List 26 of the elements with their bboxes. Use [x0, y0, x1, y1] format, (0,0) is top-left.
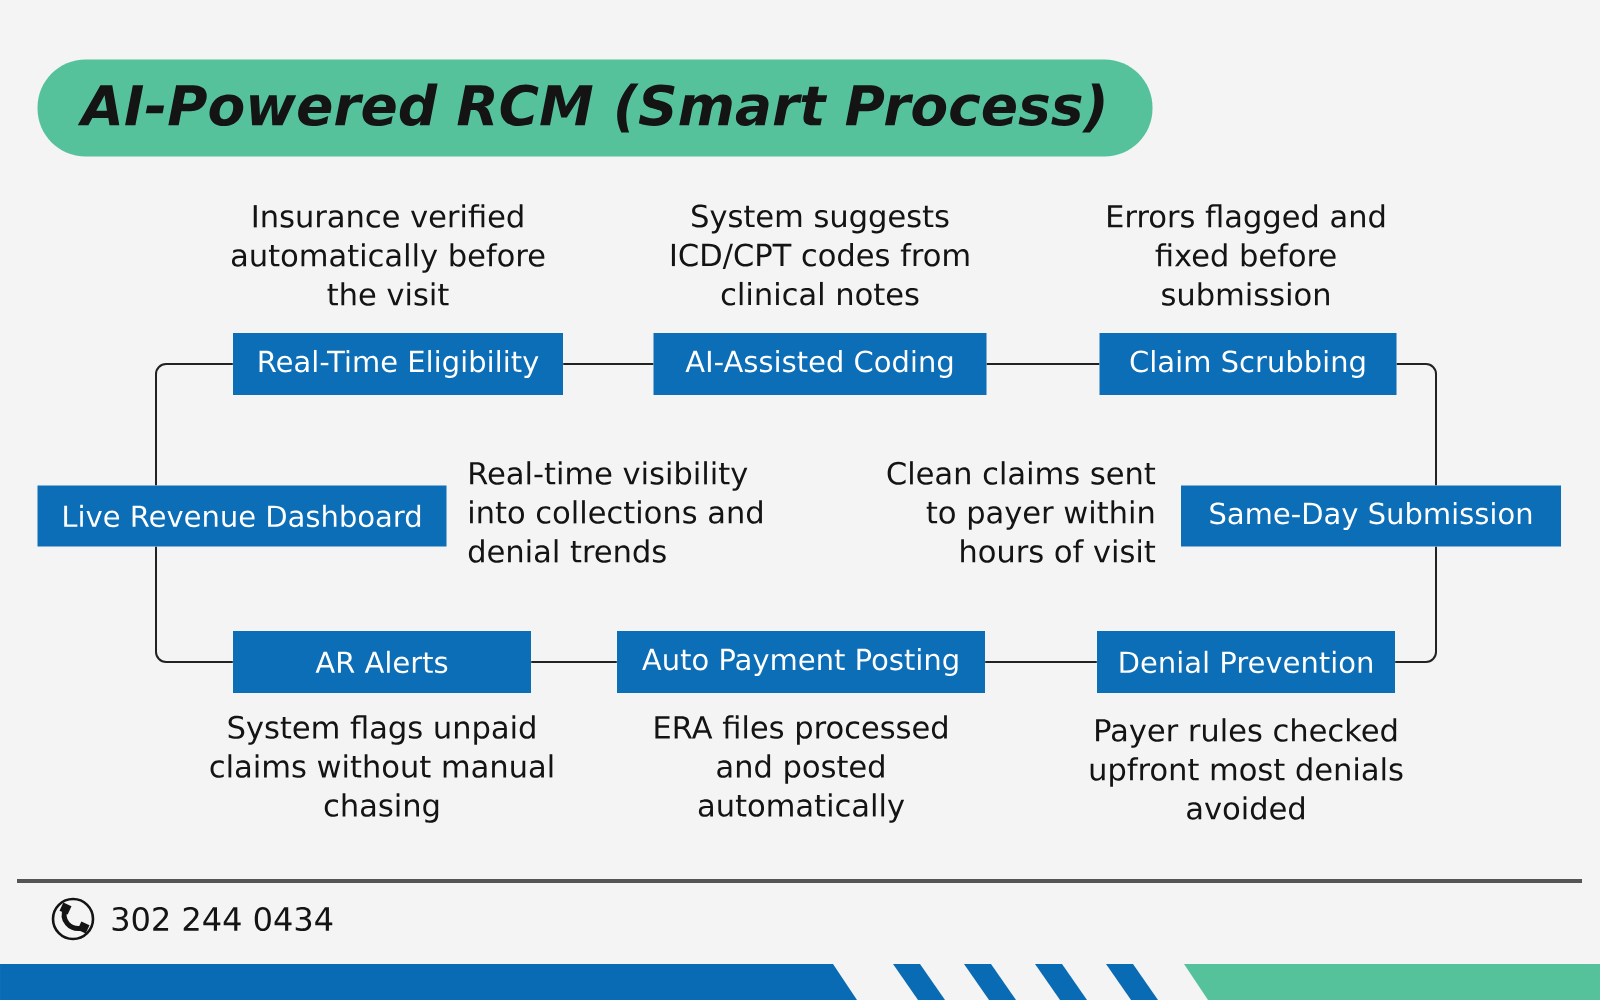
step-box: AR Alerts	[233, 631, 531, 693]
step-box: Denial Prevention	[1097, 631, 1395, 693]
connector-line	[1395, 363, 1437, 487]
step-description: System flags unpaid claims without manual chasing	[210, 715, 553, 823]
step-box: AI-Assisted Coding	[653, 333, 987, 395]
title-banner: AI-Powered RCM (Smart Process)	[37, 59, 1153, 157]
connector-line	[562, 363, 655, 365]
phone-number: 302 244 0434	[112, 906, 333, 932]
step-description: Insurance verified automatically before the visit	[231, 204, 545, 306]
step-box: Real-Time Eligibility	[233, 333, 563, 395]
connector-line	[985, 363, 1101, 365]
connector-line	[984, 661, 1098, 663]
step-description: ERA files processed and posted automatically	[655, 715, 947, 823]
connector-line	[1394, 545, 1437, 663]
connector-line	[155, 363, 234, 487]
step-box: Live Revenue Dashboard	[37, 485, 447, 547]
connector-line	[155, 545, 234, 663]
step-description: Real-time visibility into collections and denial trends	[468, 461, 762, 563]
connector-line	[530, 661, 618, 663]
step-description: Payer rules checked upfront most denials avoided	[1090, 718, 1403, 820]
step-box: Auto Payment Posting	[617, 631, 985, 693]
step-description: System suggests ICD/CPT codes from clinical notes	[671, 204, 969, 306]
step-description: Clean claims sent to payer within hours of visit	[887, 461, 1156, 563]
step-description: Errors flagged and fixed before submission	[1108, 204, 1385, 306]
step-box: Claim Scrubbing	[1099, 333, 1397, 395]
step-box: Same-Day Submission	[1181, 485, 1561, 547]
